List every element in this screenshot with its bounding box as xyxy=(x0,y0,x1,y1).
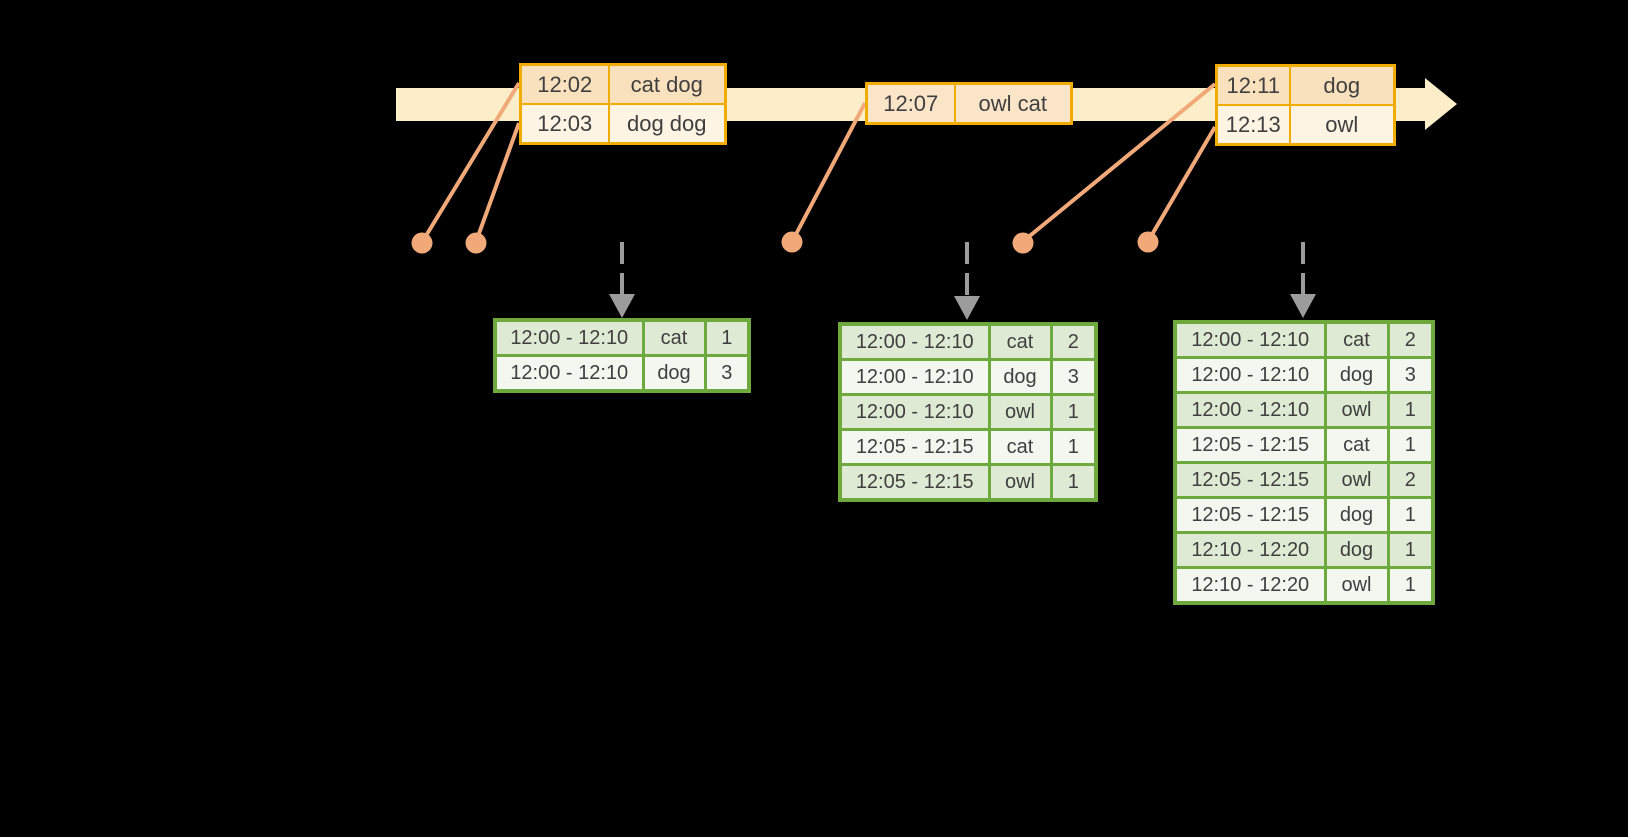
count: 2 xyxy=(1386,461,1435,499)
count: 3 xyxy=(1386,356,1435,394)
event-connector-line xyxy=(792,102,867,239)
event-time: 12:13 xyxy=(1215,104,1291,146)
window-range: 12:00 - 12:10 xyxy=(1173,320,1327,359)
trigger-arrowhead-icon xyxy=(609,294,635,318)
event-connectors xyxy=(422,81,1217,241)
window-range: 12:05 - 12:15 xyxy=(838,428,991,466)
result-table-2: 12:00 - 12:10 cat 2 12:00 - 12:10 dog 3 … xyxy=(838,322,1098,502)
count: 1 xyxy=(1386,531,1435,569)
count: 1 xyxy=(1386,566,1435,605)
window-range: 12:00 - 12:10 xyxy=(1173,356,1327,394)
trigger-arrowhead-icon xyxy=(954,296,980,320)
word: dog xyxy=(641,354,707,393)
count: 1 xyxy=(1386,426,1435,464)
count: 3 xyxy=(1049,358,1098,396)
event-words: owl xyxy=(1288,104,1396,146)
trigger-arrowhead-icon xyxy=(1290,294,1316,318)
event-table-1: 12:02 cat dog 12:03 dog dog xyxy=(519,63,727,145)
word: cat xyxy=(987,322,1053,361)
count: 2 xyxy=(1386,320,1435,359)
word: cat xyxy=(987,428,1053,466)
event-row: 12:02 cat dog xyxy=(519,63,727,105)
window-range: 12:05 - 12:15 xyxy=(1173,496,1327,534)
result-row: 12:05 - 12:15 cat 1 xyxy=(838,428,1098,466)
event-connector-line xyxy=(475,122,521,240)
result-row: 12:10 - 12:20 dog 1 xyxy=(1173,531,1435,569)
count: 1 xyxy=(703,318,751,357)
word: dog xyxy=(1323,531,1390,569)
event-row: 12:13 owl xyxy=(1215,104,1396,146)
window-range: 12:10 - 12:20 xyxy=(1173,531,1327,569)
window-range: 12:10 - 12:20 xyxy=(1173,566,1327,605)
window-range: 12:00 - 12:10 xyxy=(493,318,645,357)
trigger-arrows xyxy=(609,242,1316,320)
word: owl xyxy=(1323,391,1390,429)
event-dots xyxy=(411,231,1159,254)
event-connector-line xyxy=(422,81,521,241)
word: cat xyxy=(1323,320,1390,359)
event-row: 12:07 owl cat xyxy=(865,82,1073,125)
result-row: 12:00 - 12:10 dog 3 xyxy=(1173,356,1435,394)
count: 2 xyxy=(1049,322,1098,361)
event-words: cat dog xyxy=(607,63,727,105)
result-table-3: 12:00 - 12:10 cat 2 12:00 - 12:10 dog 3 … xyxy=(1173,320,1435,605)
event-table-2: 12:07 owl cat xyxy=(865,82,1073,125)
result-row: 12:00 - 12:10 dog 3 xyxy=(838,358,1098,396)
event-table-3: 12:11 dog 12:13 owl xyxy=(1215,64,1396,146)
event-dot-icon xyxy=(465,232,487,254)
event-words: dog dog xyxy=(607,103,727,145)
word: owl xyxy=(987,463,1053,502)
event-time: 12:07 xyxy=(865,82,956,125)
result-table-1: 12:00 - 12:10 cat 1 12:00 - 12:10 dog 3 xyxy=(493,318,751,393)
count: 1 xyxy=(1386,391,1435,429)
result-row: 12:05 - 12:15 cat 1 xyxy=(1173,426,1435,464)
event-dot-icon xyxy=(781,231,803,253)
event-time: 12:11 xyxy=(1215,64,1291,106)
window-range: 12:05 - 12:15 xyxy=(1173,461,1327,499)
event-time: 12:02 xyxy=(519,63,610,105)
window-range: 12:00 - 12:10 xyxy=(493,354,645,393)
event-words: dog xyxy=(1288,64,1396,106)
event-row: 12:03 dog dog xyxy=(519,103,727,145)
result-row: 12:10 - 12:20 owl 1 xyxy=(1173,566,1435,605)
result-row: 12:00 - 12:10 dog 3 xyxy=(493,354,751,393)
word: cat xyxy=(1323,426,1390,464)
result-row: 12:00 - 12:10 cat 1 xyxy=(493,318,751,357)
event-dot-icon xyxy=(411,232,433,254)
word: dog xyxy=(987,358,1053,396)
window-range: 12:00 - 12:10 xyxy=(838,393,991,431)
count: 3 xyxy=(703,354,751,393)
result-row: 12:05 - 12:15 owl 2 xyxy=(1173,461,1435,499)
word: owl xyxy=(987,393,1053,431)
count: 1 xyxy=(1049,393,1098,431)
result-row: 12:00 - 12:10 owl 1 xyxy=(838,393,1098,431)
window-range: 12:00 - 12:10 xyxy=(1173,391,1327,429)
result-row: 12:00 - 12:10 owl 1 xyxy=(1173,391,1435,429)
result-row: 12:05 - 12:15 owl 1 xyxy=(838,463,1098,502)
word: owl xyxy=(1323,566,1390,605)
event-connector-line xyxy=(1148,125,1217,240)
event-connector-line xyxy=(1024,82,1217,241)
result-row: 12:05 - 12:15 dog 1 xyxy=(1173,496,1435,534)
count: 1 xyxy=(1386,496,1435,534)
event-row: 12:11 dog xyxy=(1215,64,1396,106)
timeline-arrowhead-icon xyxy=(1425,78,1457,130)
word: dog xyxy=(1323,356,1390,394)
word: cat xyxy=(641,318,707,357)
word: dog xyxy=(1323,496,1390,534)
event-words: owl cat xyxy=(953,82,1073,125)
window-range: 12:00 - 12:10 xyxy=(838,322,991,361)
count: 1 xyxy=(1049,428,1098,466)
window-range: 12:00 - 12:10 xyxy=(838,358,991,396)
event-time: 12:03 xyxy=(519,103,610,145)
event-dot-icon xyxy=(1137,231,1159,253)
event-dot-icon xyxy=(1012,232,1034,254)
window-range: 12:05 - 12:15 xyxy=(1173,426,1327,464)
result-row: 12:00 - 12:10 cat 2 xyxy=(838,322,1098,361)
count: 1 xyxy=(1049,463,1098,502)
window-range: 12:05 - 12:15 xyxy=(838,463,991,502)
word: owl xyxy=(1323,461,1390,499)
result-row: 12:00 - 12:10 cat 2 xyxy=(1173,320,1435,359)
